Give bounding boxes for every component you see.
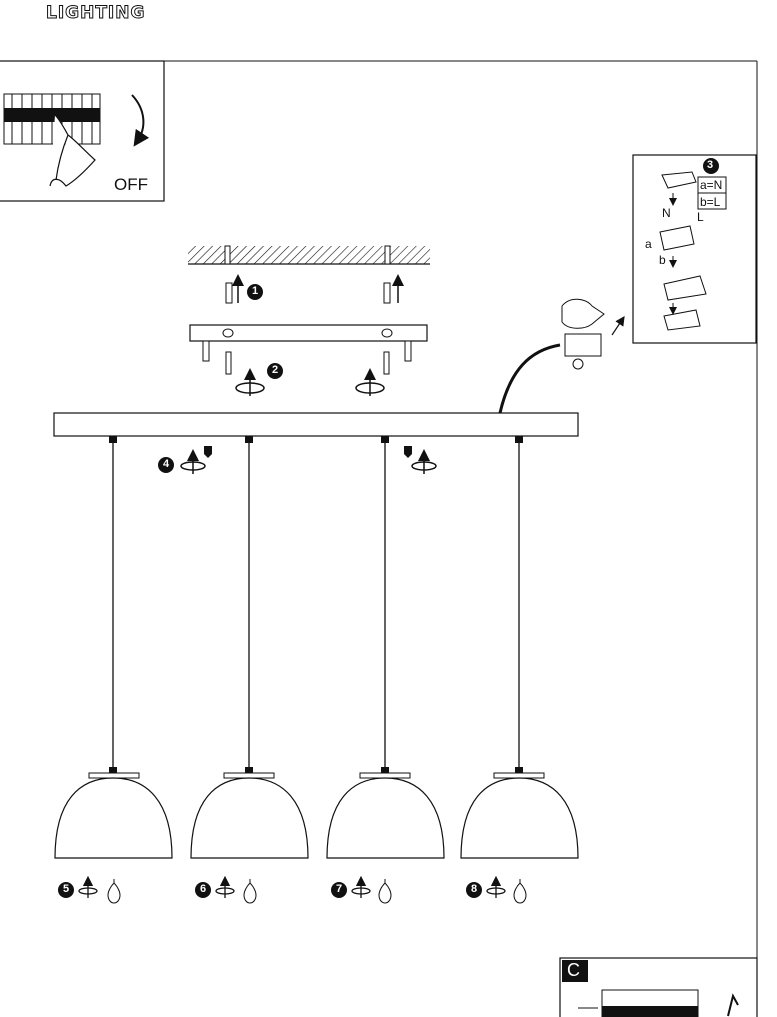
lamp-shade-3 (326, 772, 445, 859)
zoom-arrow (611, 316, 625, 336)
rotate-up-icon-left (180, 446, 212, 474)
rotate-down-arrow-icon (131, 94, 150, 147)
screw-rotate-icon-right (355, 368, 385, 396)
wall-plug-icon-right (383, 274, 404, 304)
step-4-number: 4 (163, 458, 170, 470)
step-7-number: 7 (336, 883, 343, 895)
step-5-number: 5 (63, 883, 70, 895)
switch-off-panel (0, 60, 165, 202)
bulb-step-5 (58, 875, 121, 904)
panel-c-letter: C (567, 960, 580, 980)
bulb-icon (378, 879, 392, 904)
step-4-badge (158, 457, 174, 473)
step-3-number: 3 (707, 159, 714, 171)
page-frame (164, 60, 758, 958)
step-2-badge (267, 363, 283, 379)
wiring-inset-box (632, 154, 757, 344)
bulb-icon (107, 879, 121, 904)
connector-sketch-icon (659, 171, 707, 331)
rotate-up-icon-right (404, 446, 437, 474)
step-8-number: 8 (471, 883, 478, 895)
cord-grips (109, 436, 523, 774)
step-2-number: 2 (272, 364, 279, 376)
step-1-number: 1 (252, 285, 259, 297)
wire-label-b: b (659, 253, 666, 267)
terminal-block-icon (561, 298, 605, 370)
lamp-shade-4 (460, 772, 579, 859)
step-6-number: 6 (200, 883, 207, 895)
bulb-step-7 (331, 875, 392, 904)
lamp-shade-2 (190, 772, 309, 859)
bulb-icon (243, 879, 257, 904)
lamp-shade-1 (54, 772, 173, 859)
brand-logo-text: LIGHTING (45, 3, 146, 24)
legend-a-n: a=N (700, 178, 723, 192)
pendant-cords (112, 436, 520, 773)
wire-label-a: a (645, 237, 652, 251)
legend-b-l: b=L (700, 195, 721, 209)
bulb-step-8 (466, 875, 527, 904)
wire-label-n: N (662, 206, 671, 220)
bulb-icon (513, 879, 527, 904)
wall-plug-icon-left (225, 274, 244, 304)
canopy-bar (53, 412, 579, 437)
screw-rotate-icon-left (235, 368, 265, 396)
hand-pointer-icon (49, 114, 96, 187)
wire-label-l: L (697, 210, 704, 224)
mounting-bracket (189, 324, 428, 375)
step-1-badge (247, 284, 263, 300)
rotate-up-arrow-icon (727, 993, 739, 1017)
ceiling-hatch (188, 245, 430, 265)
breaker-box-icon (3, 93, 101, 145)
panel-c (559, 957, 758, 1017)
step-3-badge (703, 158, 719, 174)
bulb-step-6 (195, 875, 257, 904)
off-label: OFF (114, 175, 148, 194)
supply-cable (498, 343, 561, 414)
